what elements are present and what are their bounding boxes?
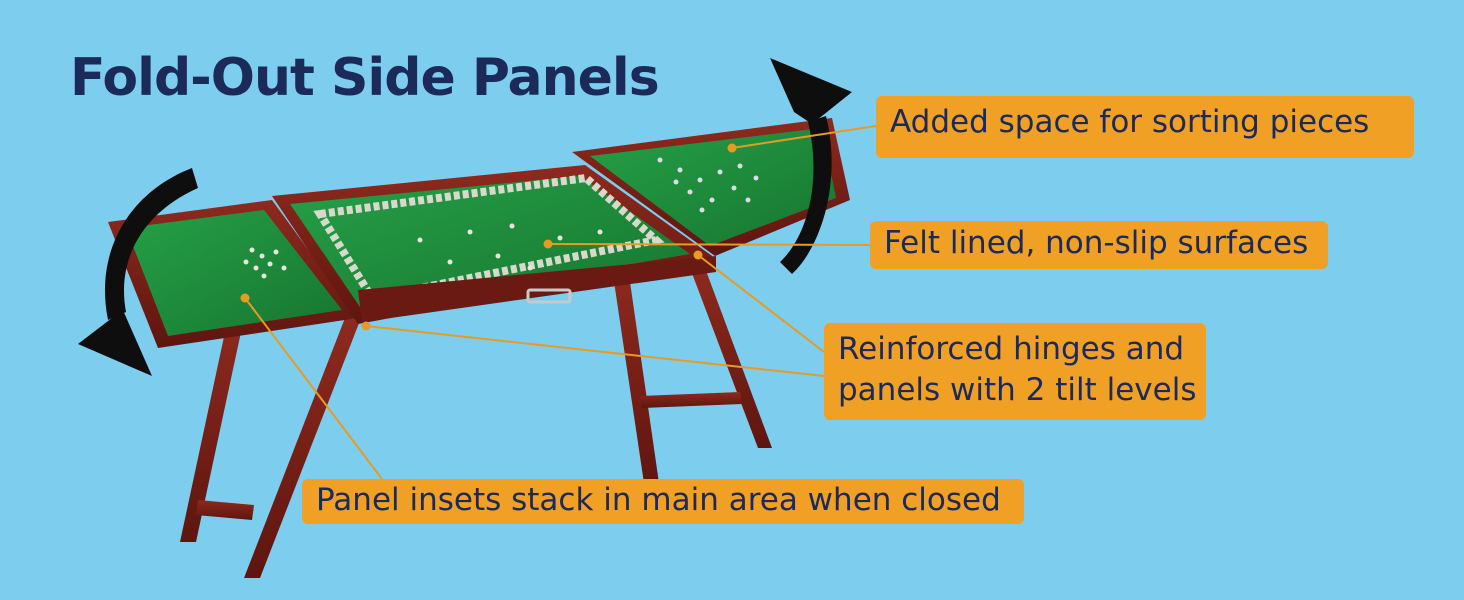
main-board: [272, 165, 716, 324]
callout-leader-lines: [240, 125, 877, 480]
table-legs: [180, 268, 772, 578]
callout-hinges-line-1: Reinforced hinges and: [838, 331, 1185, 367]
callout-sorting-space: Added space for sorting pieces: [876, 96, 1414, 158]
curved-arrow-up-icon: [770, 58, 852, 274]
left-side-panel: [108, 200, 358, 348]
right-panel-puzzle-pieces: [657, 157, 759, 213]
callout-sorting-space-text: Added space for sorting pieces: [890, 104, 1370, 140]
callout-hinges-line-2: panels with 2 tilt levels: [838, 372, 1197, 408]
callout-hinges: Reinforced hinges and panels with 2 tilt…: [824, 323, 1206, 420]
drawer-handle: [526, 288, 572, 304]
callout-felt-surface: Felt lined, non-slip surfaces: [870, 221, 1328, 269]
page-title: Fold-Out Side Panels: [70, 48, 660, 108]
main-board-puzzle-pieces: [417, 223, 603, 271]
callout-insets-text: Panel insets stack in main area when clo…: [316, 482, 1001, 518]
right-side-panel: [572, 118, 850, 256]
left-panel-puzzle-pieces: [243, 247, 287, 279]
callout-insets: Panel insets stack in main area when clo…: [302, 479, 1024, 524]
callout-felt-surface-text: Felt lined, non-slip surfaces: [884, 225, 1309, 261]
curved-arrow-down-icon: [78, 168, 198, 376]
